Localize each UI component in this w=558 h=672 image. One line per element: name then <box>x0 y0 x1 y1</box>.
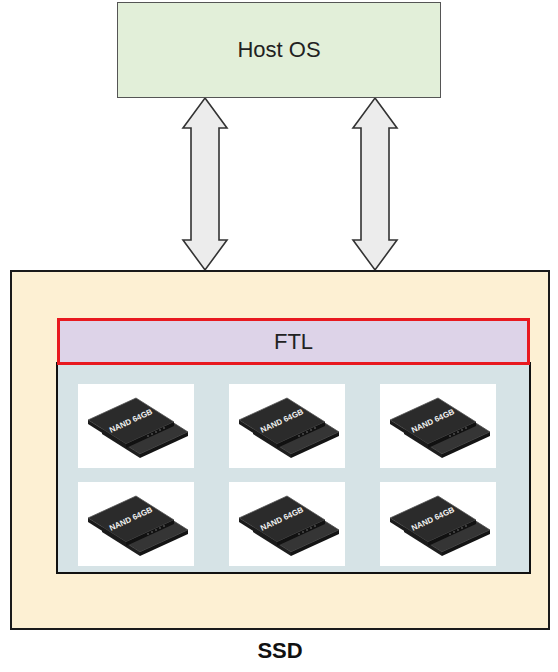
chip-marking: NAND 64GB <box>410 505 456 533</box>
nand-array-panel <box>57 363 530 573</box>
bidirectional-block-arrow <box>183 98 227 270</box>
chip-marking: NAND 64GB <box>108 407 154 435</box>
housing-label: SSD <box>10 638 550 664</box>
ssd-housing: FTL SSD <box>10 270 550 664</box>
ssd-housing-outline: FTL <box>10 270 550 630</box>
nand-chip <box>380 482 496 566</box>
nand-chip <box>229 482 345 566</box>
bidirectional-block-arrow <box>353 98 397 270</box>
chip-marking: NAND 64GB <box>410 407 456 435</box>
ftl-layer-outline: FTL <box>57 318 530 365</box>
nand-chip <box>229 384 345 468</box>
chip-marking: NAND 64GB <box>108 505 154 533</box>
chip-marking: NAND 64GB <box>259 505 305 533</box>
box-label: FTL <box>274 329 313 355</box>
host-os-box-outline: Host OS <box>117 2 441 98</box>
nand-chip <box>78 482 194 566</box>
nand-chip <box>78 384 194 468</box>
nand-chip <box>380 384 496 468</box>
box-label: Host OS <box>237 37 320 63</box>
ftl-layer: FTL <box>57 318 530 365</box>
chip-marking: NAND 64GB <box>259 407 305 435</box>
host-os-box: Host OS <box>117 2 441 98</box>
ssd-housing-fill <box>10 270 550 630</box>
